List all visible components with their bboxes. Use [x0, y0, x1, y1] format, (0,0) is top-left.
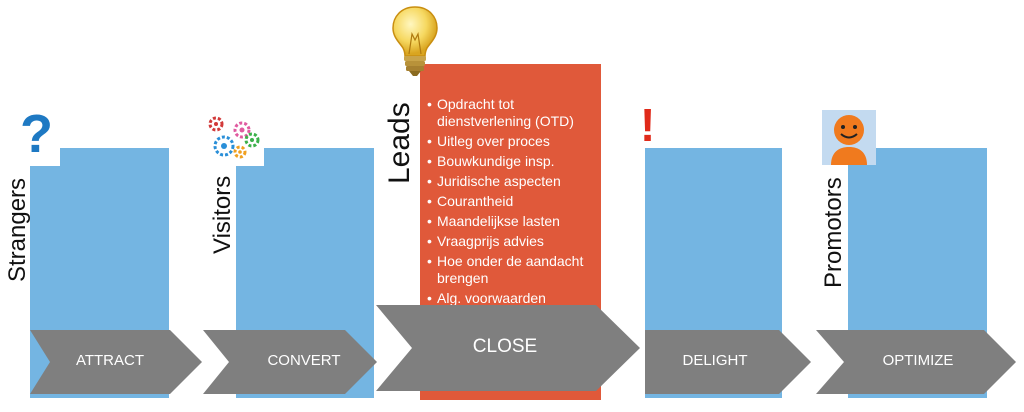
stage-label-promotors: Promotors: [820, 177, 847, 288]
optimize-arrow: [816, 330, 1016, 394]
exclamation-icon: !: [640, 100, 656, 150]
convert-arrow: [203, 330, 377, 394]
lightbulb-icon: [392, 6, 438, 76]
close-arrow-label: CLOSE: [472, 336, 538, 357]
delight-arrow: [645, 330, 811, 394]
close-task-item: Opdracht tot dienstverlening (OTD): [427, 96, 605, 130]
convert-panel-notch: [236, 148, 264, 166]
close-task-item: Bouwkundige insp.: [427, 153, 605, 170]
close-task-item: Courantheid: [427, 193, 605, 210]
delight-arrow-label: DELIGHT: [682, 352, 748, 369]
stage-label-strangers: Strangers: [4, 177, 31, 282]
convert-arrow-label: CONVERT: [267, 352, 341, 369]
close-arrow: [376, 305, 640, 391]
smiley-person-icon: [822, 110, 876, 165]
close-task-item: Alg. voorwaarden: [427, 290, 605, 307]
optimize-arrow-label: OPTIMIZE: [882, 352, 954, 369]
gears-icon: [208, 116, 260, 159]
close-task-item: Maandelijkse lasten: [427, 213, 605, 230]
stage-label-visitors: Visitors: [209, 175, 236, 254]
close-task-item: Juridische aspecten: [427, 173, 605, 190]
close-task-list: Opdracht tot dienstverlening (OTD) Uitle…: [427, 96, 605, 310]
attract-arrow-label: ATTRACT: [75, 352, 145, 369]
close-task-item: Hoe onder de aandacht brengen: [427, 253, 605, 287]
question-mark-icon: ?: [20, 104, 53, 164]
stage-label-leads: Leads: [383, 102, 416, 184]
close-task-item: Vraagprijs advies: [427, 233, 605, 250]
attract-panel-notch: [30, 148, 60, 166]
exclamation-cover: [636, 148, 645, 168]
close-task-item: Uitleg over proces: [427, 133, 605, 150]
attract-arrow: [30, 330, 202, 394]
